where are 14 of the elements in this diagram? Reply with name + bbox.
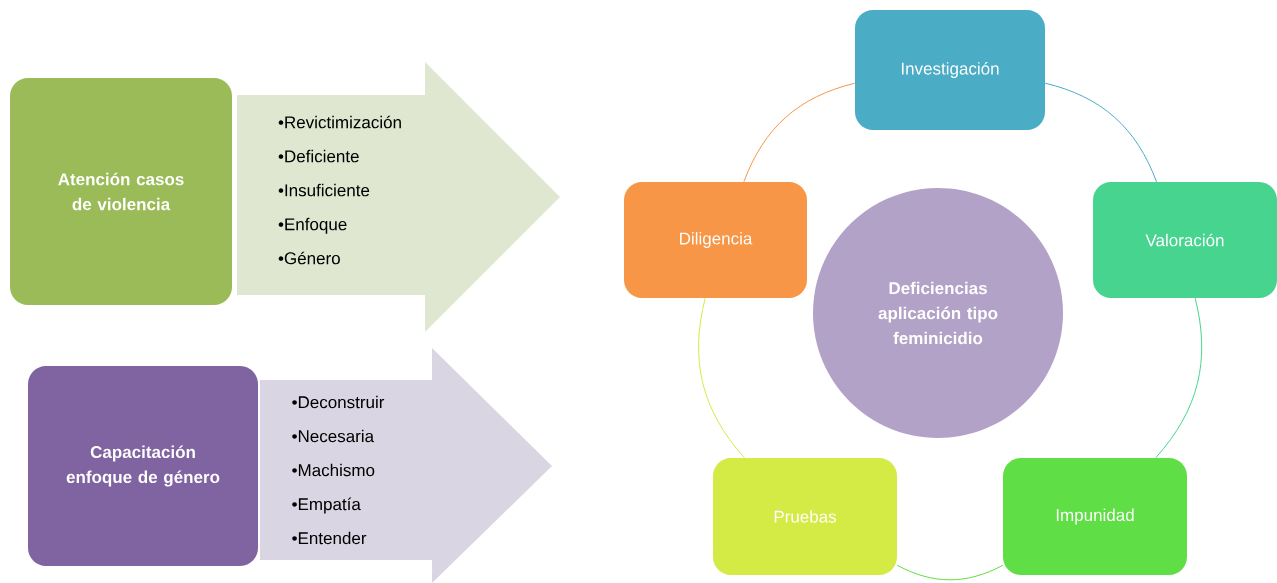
connector-arc <box>698 297 745 459</box>
connector-arc <box>1044 82 1158 183</box>
process-box: Diligencia <box>624 182 807 298</box>
connector-arc <box>743 82 856 183</box>
process-box: Pruebas <box>713 458 897 575</box>
connector-arc <box>896 564 1004 581</box>
bullet-list-panel: •Deconstruir •Necesaria •Machismo •Empatía •Entender <box>260 348 552 583</box>
process-box: Capacitación enfoque de género <box>28 366 258 566</box>
process-box: Valoración <box>1093 182 1277 298</box>
process-box: Investigación <box>855 10 1045 130</box>
process-box: Impunidad <box>1003 458 1187 575</box>
connector-arc <box>1155 297 1203 459</box>
bullet-list-panel: •Revictimización •Deficiente •Insuficiente •Enfoque •Género <box>237 62 560 332</box>
process-box: Atención casos de violencia <box>10 78 232 305</box>
